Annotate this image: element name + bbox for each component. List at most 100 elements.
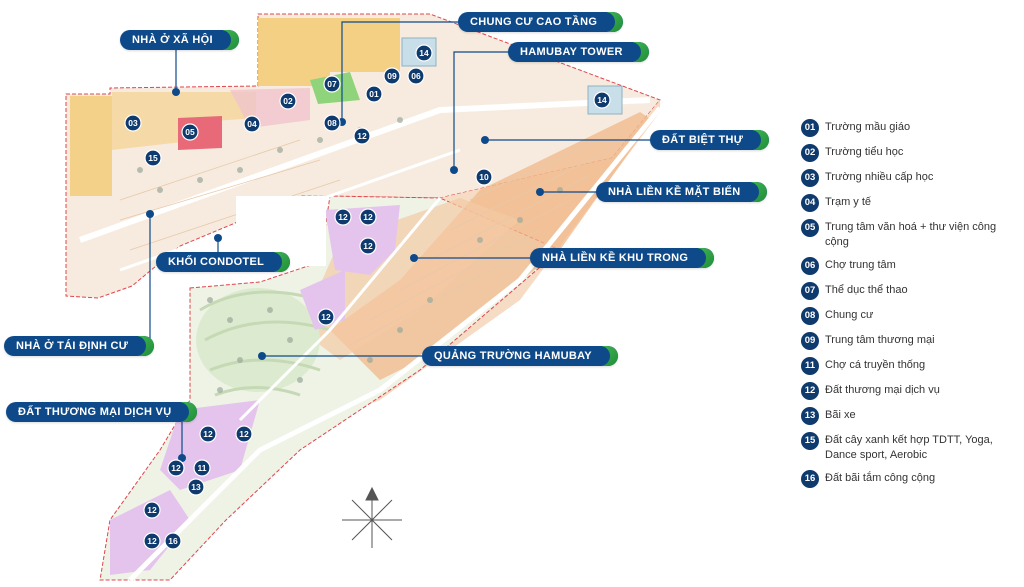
marker-circle [383,67,401,85]
marker-circle [167,459,185,477]
zone-commercial-tip [110,490,190,575]
map-marker-01[interactable]: 01 [365,85,383,103]
callout-tip [624,42,649,62]
marker-circle [359,237,377,255]
marker-number: 12 [147,505,157,515]
map-marker-06[interactable]: 06 [407,67,425,85]
map-marker-12[interactable]: 12 [167,459,185,477]
marker-number: 02 [283,96,293,106]
map-marker-12[interactable]: 12 [317,308,335,326]
callout-tip [130,336,155,356]
marker-circle [407,67,425,85]
legend-label: Đất cây xanh kết hợp TDTT, Yoga, Dance s… [825,434,993,461]
legend-number-badge: 03 [801,169,819,187]
callout-tip [266,252,291,272]
marker-number: 05 [185,127,195,137]
park-curved-paths [199,290,331,397]
marker-circle [243,115,261,133]
map-marker-08[interactable]: 08 [323,114,341,132]
legend-number-badge: 16 [801,470,819,488]
callout-quang-truong-hamubay[interactable]: QUẢNG TRƯỜNG HAMUBAY [422,346,618,366]
map-marker-12[interactable]: 12 [334,208,352,226]
map-marker-12[interactable]: 12 [359,208,377,226]
legend-label: Chợ cá truyền thống [825,359,926,371]
zone-central-park [196,288,320,392]
legend-number-badge: 12 [801,382,819,400]
marker-circle [235,425,253,443]
map-marker-13[interactable]: 13 [187,478,205,496]
map-marker-10[interactable]: 10 [475,168,493,186]
callout-label: ĐẤT BIỆT THỰ [662,134,744,146]
legend-number-badge: 06 [801,257,819,275]
callout-chung-cu-cao-tang[interactable]: CHUNG CƯ CAO TẦNG [458,12,624,32]
map-marker-03[interactable]: 03 [124,114,142,132]
map-marker-16[interactable]: 16 [164,532,182,550]
marker-number: 15 [148,153,158,163]
map-marker-12[interactable]: 12 [199,425,217,443]
legend-number-badge: 13 [801,407,819,425]
marker-circle [181,123,199,141]
legend-label: Đất bãi tắm công cộng [825,472,936,484]
marker-circle [353,127,371,145]
legend-number-badge: 15 [801,432,819,450]
legend-label: Trường tiểu học [825,146,904,158]
map-marker-14[interactable]: 14 [415,44,433,62]
callout-dat-biet-thu[interactable]: ĐẤT BIỆT THỰ [650,130,770,150]
marker-circle [593,91,611,109]
map-marker-11[interactable]: 11 [193,459,211,477]
marker-circle [279,92,297,110]
map-marker-09[interactable]: 09 [383,67,401,85]
callout-nha-lien-ke-khu-trong[interactable]: NHÀ LIỀN KỀ KHU TRONG [530,248,715,268]
map-marker-12[interactable]: 12 [353,127,371,145]
main-boulevard [78,97,651,243]
marker-circle [365,85,383,103]
callout-tip [214,30,239,50]
legend-label: Trung tâm thương mại [825,334,935,346]
map-marker-04[interactable]: 04 [243,115,261,133]
map-marker-12[interactable]: 12 [143,501,161,519]
marker-number: 03 [128,118,138,128]
marker-number: 14 [597,95,607,105]
map-marker-12[interactable]: 12 [359,237,377,255]
legend-label: Bãi xe [825,409,856,421]
marker-number: 12 [203,429,213,439]
map-marker-14[interactable]: 14 [593,91,611,109]
legend-item: 15 Đất cây xanh kết hợp TDTT, Yoga, Dance… [801,432,1023,463]
marker-circle [143,501,161,519]
map-marker-02[interactable]: 02 [279,92,297,110]
marker-circle [475,168,493,186]
legend-label: Trường mầu giáo [825,121,911,133]
callout-nha-o-xa-hoi[interactable]: NHÀ Ở XÃ HỘI [120,30,239,50]
callout-label: NHÀ LIỀN KỀ MẶT BIỂN [608,186,741,198]
legend-number-badge: 04 [801,194,819,212]
legend-item: 16 Đất bãi tắm công cộng [801,470,1023,488]
master-plan-map: 14 09 06 07 01 02 03 05 04 08 12 15 14 10 12 12 12 12 12 12… [65,13,662,582]
marker-number: 12 [357,131,367,141]
marker-circle [143,532,161,550]
map-marker-12[interactable]: 12 [235,425,253,443]
callout-nha-o-tai-dinh-cu[interactable]: NHÀ Ở TÁI ĐỊNH CƯ [4,336,155,356]
callout-label: NHÀ LIỀN KỀ KHU TRONG [542,252,689,264]
callout-hamubay-tower[interactable]: HAMUBAY TOWER [508,42,649,62]
legend-label: Thể dục thể thao [825,284,908,296]
marker-circle [317,308,335,326]
callout-nha-lien-ke-mat-bien[interactable]: NHÀ LIỀN KỀ MẶT BIỂN [596,182,767,202]
callout-khoi-condotel[interactable]: KHỐI CONDOTEL [156,252,291,272]
marker-number: 12 [171,463,181,473]
callout-dat-thuong-mai-dich-vu[interactable]: ĐẤT THƯƠNG MẠI DỊCH VỤ [6,402,198,422]
map-marker-05[interactable]: 05 [181,123,199,141]
map-marker-12[interactable]: 12 [143,532,161,550]
marker-circle [144,149,162,167]
legend-label: Trung tâm văn hoá + thư viện công cộng [825,221,997,248]
map-marker-07[interactable]: 07 [323,75,341,93]
legend-item: 12 Đất thương mại dịch vụ [801,382,1023,400]
marker-number: 10 [479,172,489,182]
callout-label: ĐẤT THƯƠNG MẠI DỊCH VỤ [18,406,172,418]
map-marker-15[interactable]: 15 [144,149,162,167]
legend-label: Đất thương mại dịch vụ [825,384,940,396]
